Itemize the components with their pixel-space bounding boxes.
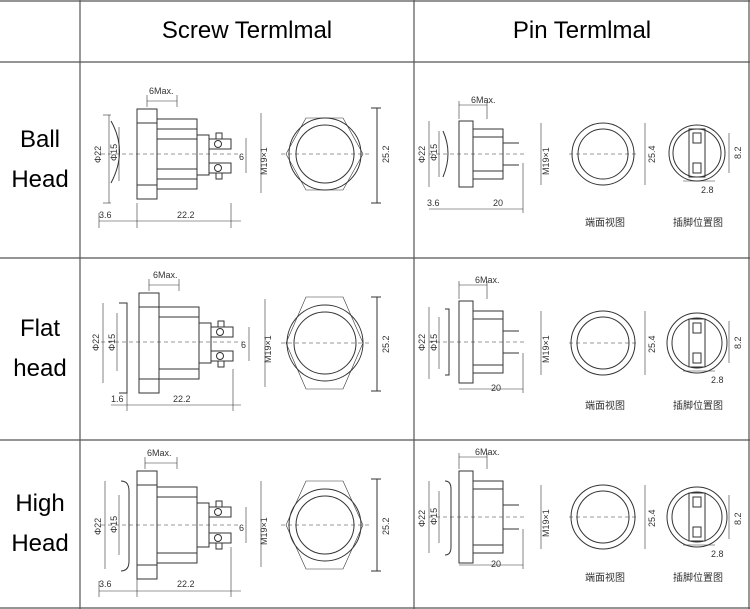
row-label-line2: head xyxy=(13,355,67,382)
dim-inner-diameter: Φ15 xyxy=(429,144,439,161)
caption-pin-position: 插脚位置图 xyxy=(673,216,723,229)
dim-length: 22.2 xyxy=(177,579,195,589)
dim-gap: 6 xyxy=(241,340,246,350)
caption-end-view: 端面视图 xyxy=(585,571,625,584)
dim-top-label: 6Max. xyxy=(149,86,174,96)
row-label-line2: Head xyxy=(11,530,69,557)
pin-terminal-drawing-flat-head: 6Max. Φ22 Φ15 20 M19×1 25.4 8.2 2.8 端面视图… xyxy=(417,275,743,412)
caption-end-view: 端面视图 xyxy=(585,399,625,412)
pin-terminal-drawing-high-head: 6Max. Φ22 Φ15 20 M19×1 25.4 8.2 2.8 端面视图… xyxy=(417,447,743,584)
dim-outer-diameter: Φ22 xyxy=(417,334,427,351)
dim-width: 25.4 xyxy=(647,145,657,163)
row-label-line2: Head xyxy=(11,166,69,193)
dim-left: 3.6 xyxy=(427,198,440,208)
dim-length: 22.2 xyxy=(173,394,191,404)
dim-left: 3.6 xyxy=(99,579,112,589)
dim-thread: M19×1 xyxy=(263,335,273,363)
dim-width: 25.2 xyxy=(381,145,391,163)
dim-width: 25.4 xyxy=(647,509,657,527)
row-label-line1: Flat xyxy=(19,315,60,342)
caption-end-view: 端面视图 xyxy=(585,216,625,229)
dim-left: 3.6 xyxy=(99,210,112,220)
header-pin-terminal: Pin Termlmal xyxy=(512,17,652,44)
screw-terminal-drawing-ball-head: 6Max. Φ22 Φ15 3.6 22.2 6 M19×1 25.2 xyxy=(93,86,391,228)
dim-length: 20 xyxy=(493,198,503,208)
dim-thread: M19×1 xyxy=(259,147,269,175)
dim-outer-diameter: Φ22 xyxy=(93,146,103,163)
dim-width: 25.2 xyxy=(381,517,391,535)
row-label-ball-head: Ball Head xyxy=(0,62,80,258)
dim-thread: M19×1 xyxy=(541,147,551,175)
dim-pin-width: 2.8 xyxy=(701,185,714,195)
dim-top-label: 6Max. xyxy=(153,270,178,280)
dim-outer-diameter: Φ22 xyxy=(417,146,427,163)
screw-terminal-drawing-high-head: 6Max. Φ22 Φ15 3.6 22.2 6 M19×1 25.2 xyxy=(93,448,391,597)
dim-pin-height: 8.2 xyxy=(733,146,743,159)
dim-gap: 6 xyxy=(239,523,244,533)
header-screw-terminal: Screw Termlmal xyxy=(161,17,333,44)
dim-outer-diameter: Φ22 xyxy=(93,518,103,535)
dim-outer-diameter: Φ22 xyxy=(417,510,427,527)
dim-length: 20 xyxy=(491,559,501,569)
row-label-line1: Ball xyxy=(19,126,61,153)
dim-width: 25.2 xyxy=(381,335,391,353)
dim-thread: M19×1 xyxy=(541,509,551,537)
dim-left: 1.6 xyxy=(111,394,124,404)
dim-inner-diameter: Φ15 xyxy=(107,334,117,351)
dim-width: 25.4 xyxy=(647,335,657,353)
dim-pin-height: 8.2 xyxy=(733,336,743,349)
dim-outer-diameter: Φ22 xyxy=(91,334,101,351)
dim-top-label: 6Max. xyxy=(475,275,500,285)
pin-terminal-drawing-ball-head: 6Max. Φ22 Φ15 3.6 20 M19×1 25.4 8.2 2.8 … xyxy=(417,95,743,229)
dim-pin-width: 2.8 xyxy=(711,375,724,385)
dim-pin-width: 2.8 xyxy=(711,549,724,559)
dim-top-label: 6Max. xyxy=(475,447,500,457)
row-label-line1: High xyxy=(15,490,65,517)
dim-inner-diameter: Φ15 xyxy=(109,144,119,161)
dim-top-label: 6Max. xyxy=(471,95,496,105)
caption-pin-position: 插脚位置图 xyxy=(673,399,723,412)
dim-inner-diameter: Φ15 xyxy=(429,508,439,525)
dim-thread: M19×1 xyxy=(259,517,269,545)
screw-terminal-drawing-flat-head: 6Max. Φ22 Φ15 1.6 22.2 6 M19×1 25.2 xyxy=(91,270,391,411)
dim-thread: M19×1 xyxy=(541,335,551,363)
dim-top-label: 6Max. xyxy=(147,448,172,458)
dim-pin-height: 8.2 xyxy=(733,512,743,525)
row-label-high-head: High Head xyxy=(0,440,80,608)
dim-inner-diameter: Φ15 xyxy=(109,516,119,533)
caption-pin-position: 插脚位置图 xyxy=(673,571,723,584)
dim-gap: 6 xyxy=(239,152,244,162)
dim-length: 22.2 xyxy=(177,210,195,220)
row-label-flat-head: Flat head xyxy=(0,258,80,440)
dim-inner-diameter: Φ15 xyxy=(429,334,439,351)
dim-length: 20 xyxy=(491,383,501,393)
